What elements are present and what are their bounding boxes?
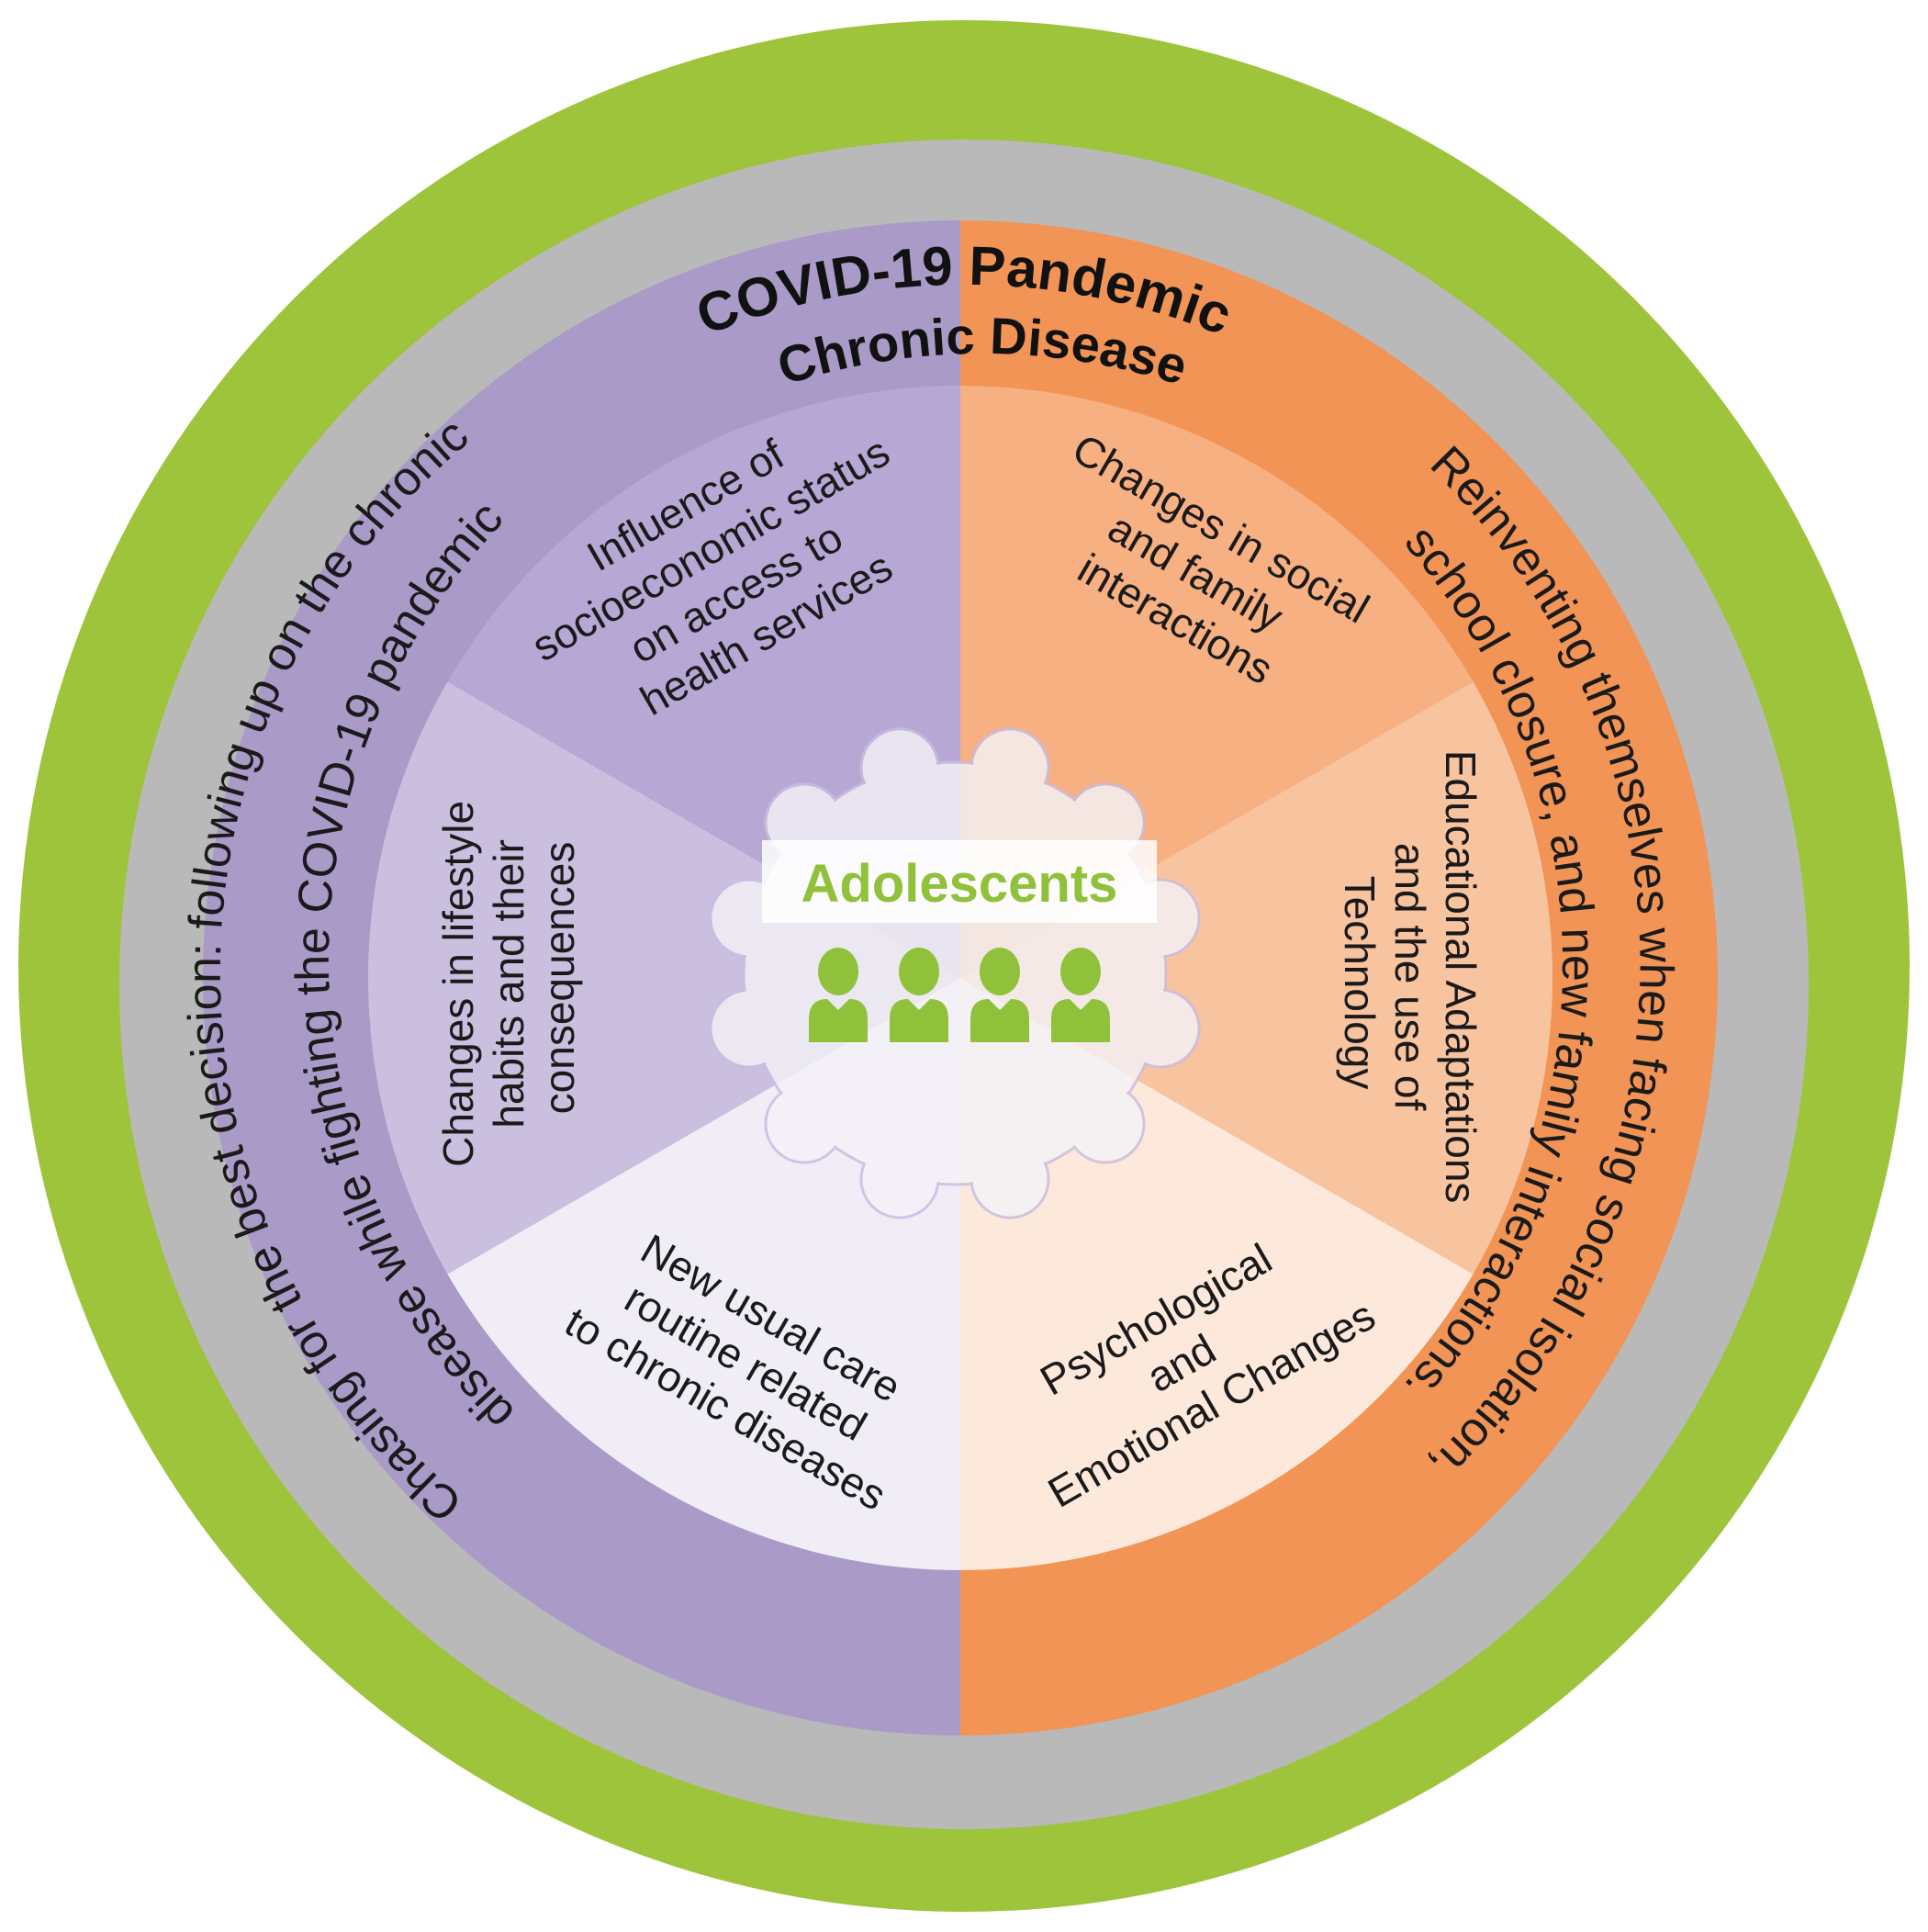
center-gear: [709, 727, 1201, 1219]
wedge-lifestyle: [367, 681, 960, 1275]
person-icon: [809, 948, 868, 1042]
segment-lifestyle-habits: Changes in lifestyle habits and their co…: [434, 789, 583, 1167]
svg-text:Educational Adaptations: Educational Adaptations and the use of T…: [1336, 750, 1485, 1215]
person-icon: [890, 948, 948, 1042]
person-icon: [970, 948, 1029, 1042]
segment-wedges: [367, 385, 1552, 1570]
people-group-icon: [809, 948, 1110, 1042]
person-icon: [1051, 948, 1110, 1042]
segment-educational-adaptations: Educational Adaptations and the use of T…: [1336, 750, 1485, 1215]
segment-line: Technology: [1336, 876, 1384, 1090]
adolescents-label: Adolescents: [801, 854, 1118, 914]
center-label-box: [762, 840, 1157, 923]
segment-line: habits and their: [485, 839, 532, 1129]
segment-line: Changes in lifestyle: [434, 801, 482, 1167]
segment-line: and the use of: [1386, 843, 1434, 1111]
wedge-educational: [960, 681, 1552, 1275]
segment-line: Educational Adaptations: [1437, 750, 1485, 1204]
svg-text:Changes in lifestyle hab: Changes in lifestyle habits and their co…: [434, 789, 583, 1167]
segment-line: consequences: [535, 842, 583, 1115]
